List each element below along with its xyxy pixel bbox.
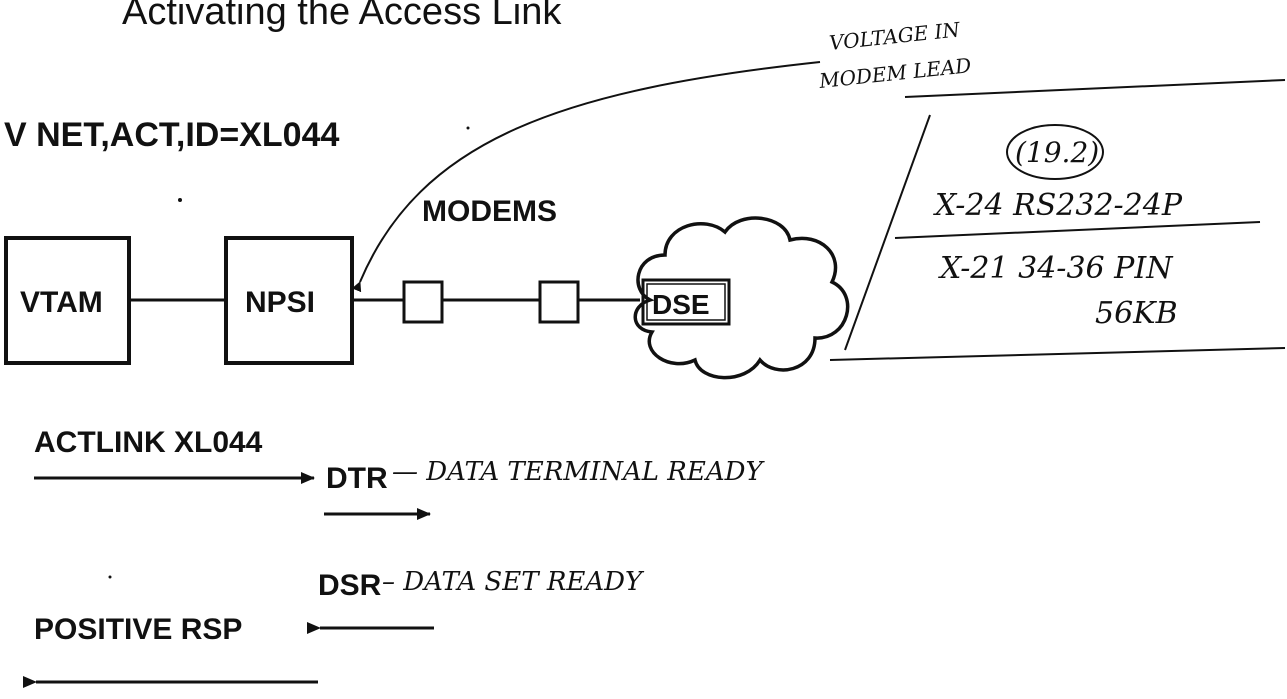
vtam-label: VTAM: [20, 286, 103, 319]
scan-speck: [466, 126, 470, 130]
voltage-pointer-curve: [351, 61, 821, 293]
modems-label: MODEMS: [422, 195, 557, 228]
dse-label: DSE: [652, 289, 710, 320]
positive-rsp-label: POSITIVE RSP: [34, 613, 242, 646]
right-bracket-divider: [894, 221, 1261, 239]
scan-speck: [178, 198, 182, 202]
voltage-note-line1: VOLTAGE IN: [828, 17, 962, 55]
kb-note: 56KB: [1095, 296, 1178, 331]
dtr-label: DTR: [326, 462, 388, 495]
modem-2: [538, 280, 580, 324]
x21-note: X-21 34-36 PIN: [938, 251, 1174, 286]
dsr-note: – DATA SET READY: [382, 567, 645, 597]
speed-note: (19.2): [1015, 136, 1099, 169]
right-bracket-slash: [844, 114, 931, 351]
npsi-label: NPSI: [245, 286, 315, 319]
dse-box: [641, 278, 731, 326]
dsr-label: DSR: [318, 569, 382, 602]
diagram-title: Activating the Access Link: [122, 0, 562, 33]
network-cloud: [633, 216, 850, 380]
right-bracket-top: [904, 79, 1286, 98]
actlink-label: ACTLINK XL044: [34, 426, 263, 459]
dtr-note: — DATA TERMINAL READY: [392, 457, 765, 487]
voltage-note-line2: MODEM LEAD: [817, 53, 972, 93]
scan-speck: [108, 575, 112, 579]
right-bracket-bottom: [829, 347, 1286, 361]
dse-box-inner: [646, 283, 726, 321]
speed-circle: [1006, 124, 1104, 180]
x24-note: X-24 RS232-24P: [933, 188, 1183, 223]
command-text: V NET,ACT,ID=XL044: [4, 116, 339, 154]
modem-1: [402, 280, 444, 324]
